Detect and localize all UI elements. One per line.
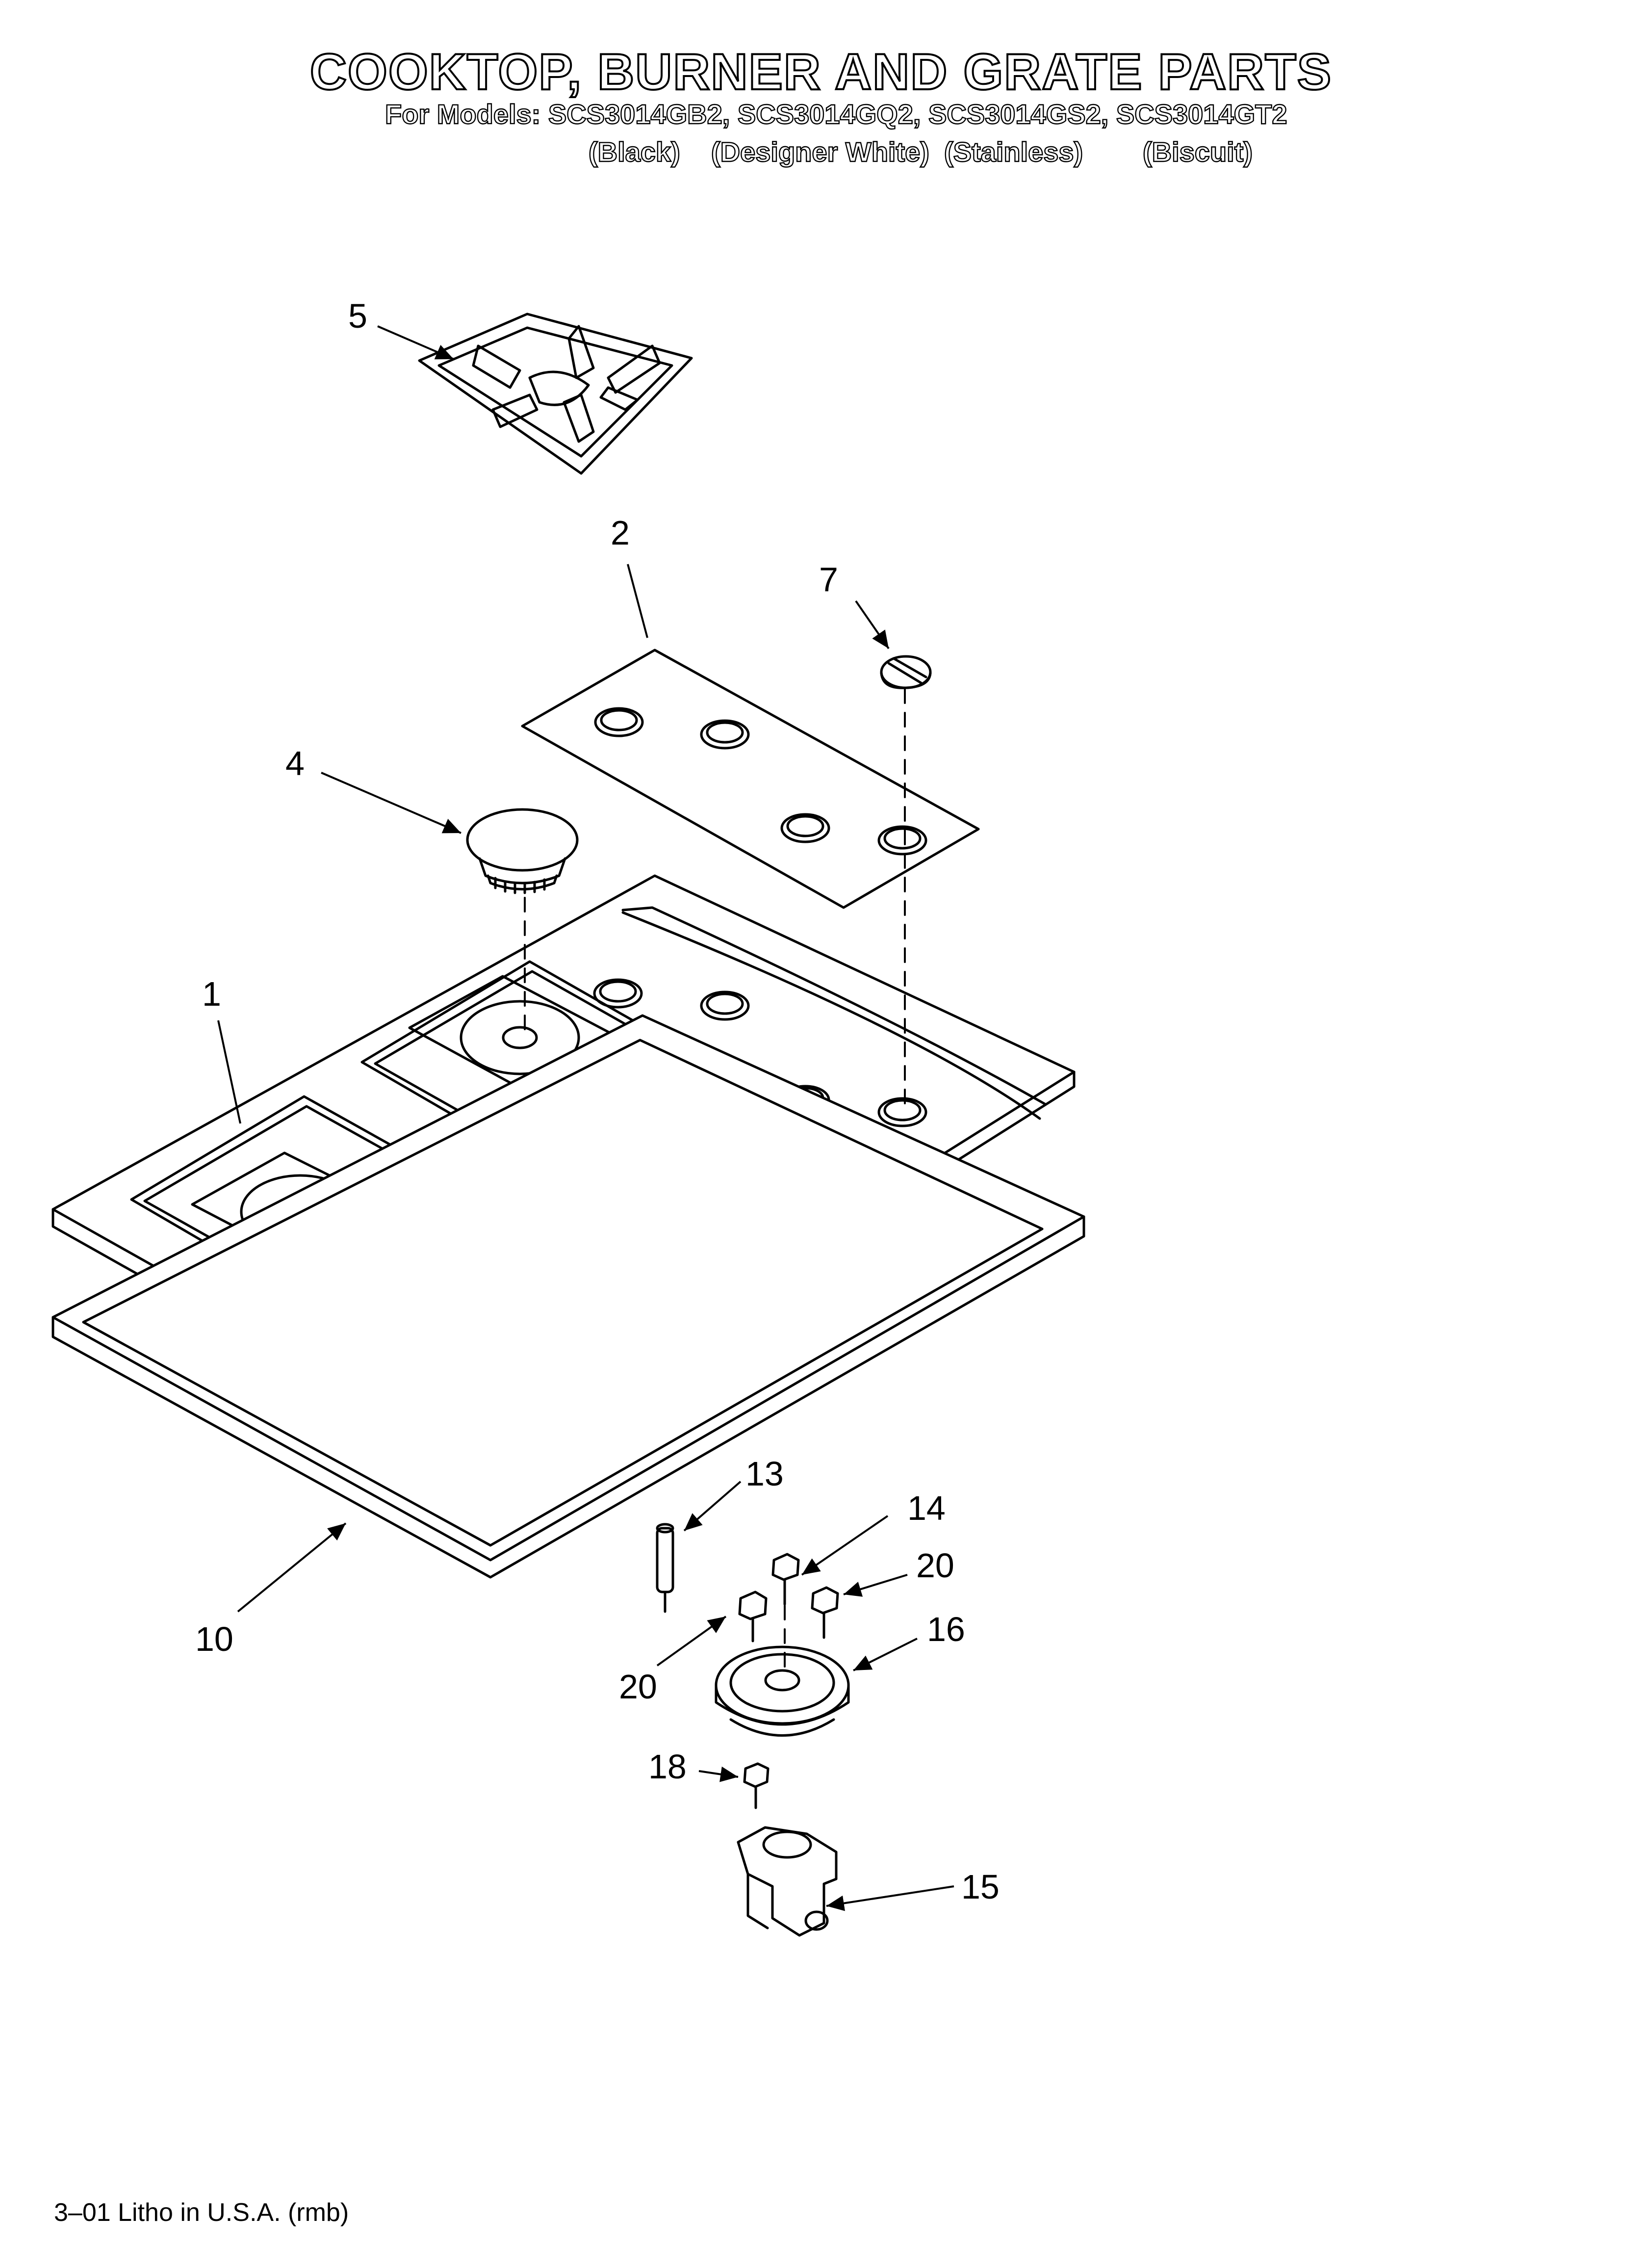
burner-cap-part bbox=[466, 808, 579, 894]
callout-18: 18 bbox=[648, 1747, 687, 1786]
control-knob-part bbox=[880, 655, 932, 689]
callout-16: 16 bbox=[927, 1610, 965, 1648]
callout-20-left: 20 bbox=[619, 1668, 657, 1706]
igniter-electrode-part bbox=[656, 1523, 674, 1613]
callout-13: 13 bbox=[745, 1455, 784, 1493]
callout-15: 15 bbox=[961, 1868, 1000, 1906]
print-footer: 3–01 Litho in U.S.A. (rmb) bbox=[54, 2198, 349, 2227]
variant-designer-white: (Designer White) bbox=[711, 136, 930, 167]
diagram-header: COOKTOP, BURNER AND GRATE PARTS bbox=[0, 44, 1642, 101]
mounting-screws-part bbox=[738, 1553, 839, 1642]
variant-stainless: (Stainless) bbox=[944, 136, 1084, 167]
callout-5: 5 bbox=[348, 297, 367, 335]
burner-screw-part bbox=[743, 1762, 770, 1809]
diagram-title: COOKTOP, BURNER AND GRATE PARTS bbox=[309, 44, 1333, 101]
models-line: For Models: SCS3014GB2, SCS3014GQ2, SCS3… bbox=[385, 99, 1288, 130]
variant-biscuit: (Biscuit) bbox=[1142, 136, 1253, 167]
callout-14: 14 bbox=[907, 1489, 946, 1527]
burner-grate-part bbox=[418, 313, 693, 475]
callout-2: 2 bbox=[611, 514, 630, 552]
burner-base-part bbox=[715, 1645, 850, 1737]
callout-20-right: 20 bbox=[916, 1546, 954, 1585]
callout-10: 10 bbox=[195, 1620, 233, 1658]
control-panel-overlay-part bbox=[521, 649, 980, 909]
variant-black: (Black) bbox=[588, 136, 681, 167]
callout-1: 1 bbox=[202, 975, 221, 1013]
callout-4: 4 bbox=[285, 744, 305, 782]
callout-7: 7 bbox=[819, 560, 838, 599]
orifice-holder-part bbox=[737, 1826, 838, 1937]
cooktop-gasket-part bbox=[51, 1014, 1085, 1579]
